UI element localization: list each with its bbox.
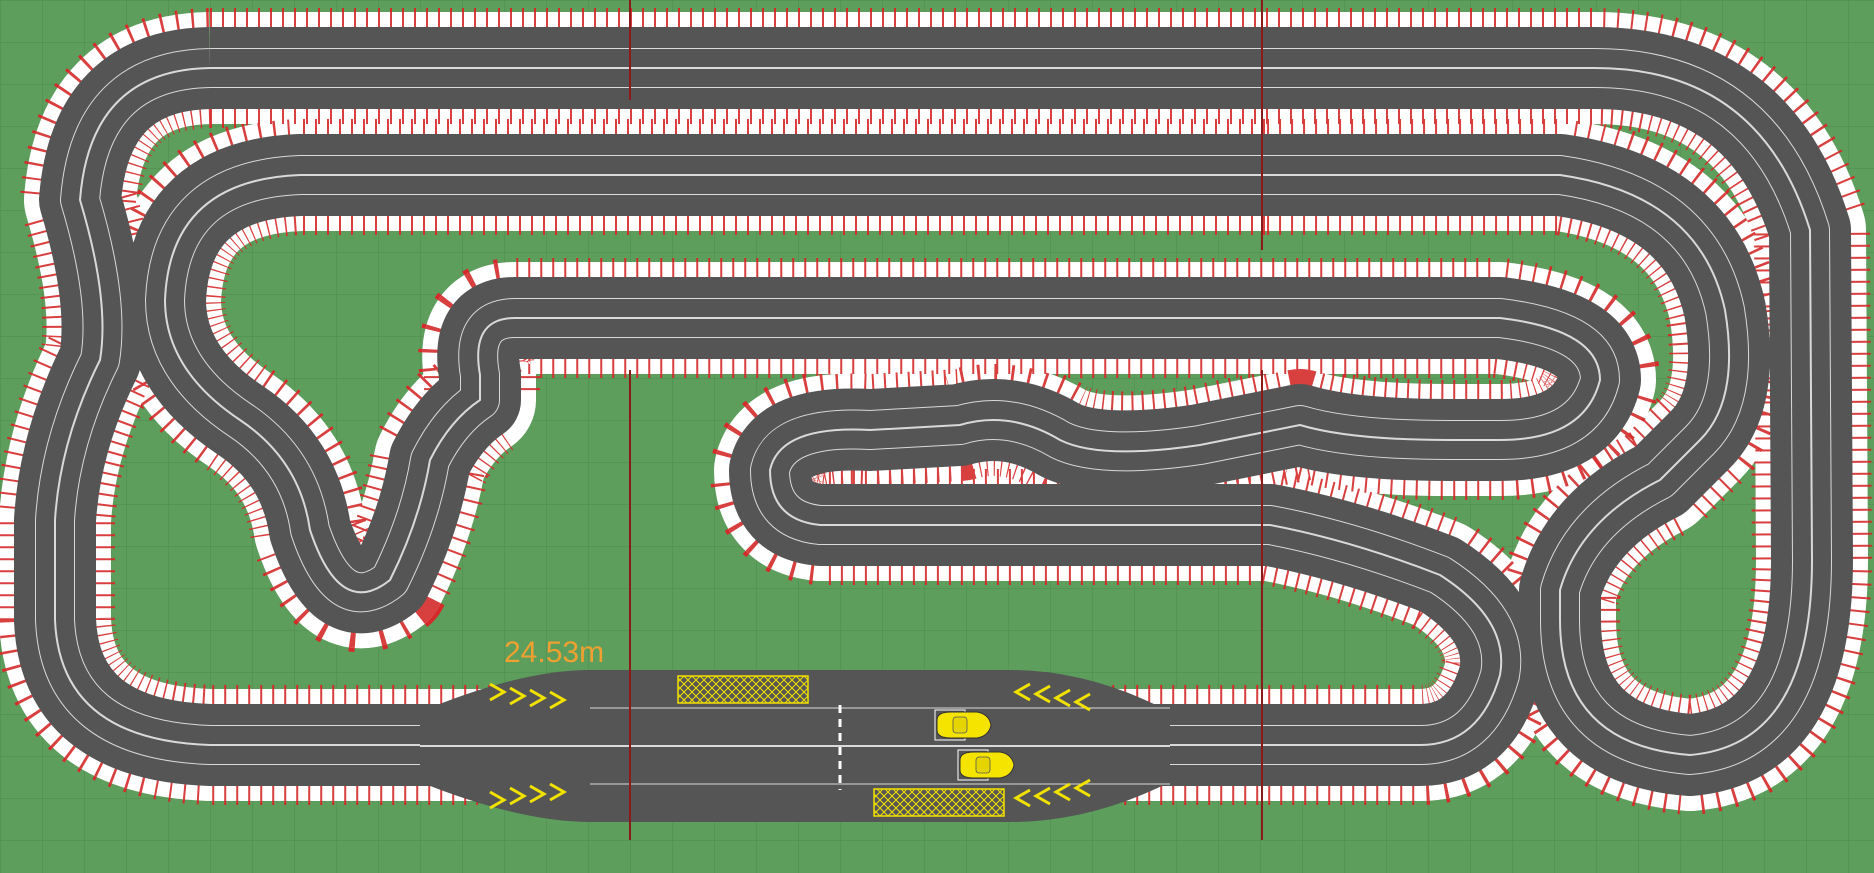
center-line-2 [54,67,1601,746]
center-line-1 [210,67,1813,756]
pit-lane-zone[interactable] [420,670,1170,822]
car-yellow-1[interactable] [934,709,992,741]
hatched-zone-top [677,675,809,704]
chevrons-right [1012,682,1091,808]
chevrons-left [489,682,568,810]
measure-lines [629,0,1263,840]
hatched-zone-bottom [873,788,1005,817]
car-yellow-2[interactable] [957,749,1015,781]
measurement-label: 24.53m [504,636,604,669]
